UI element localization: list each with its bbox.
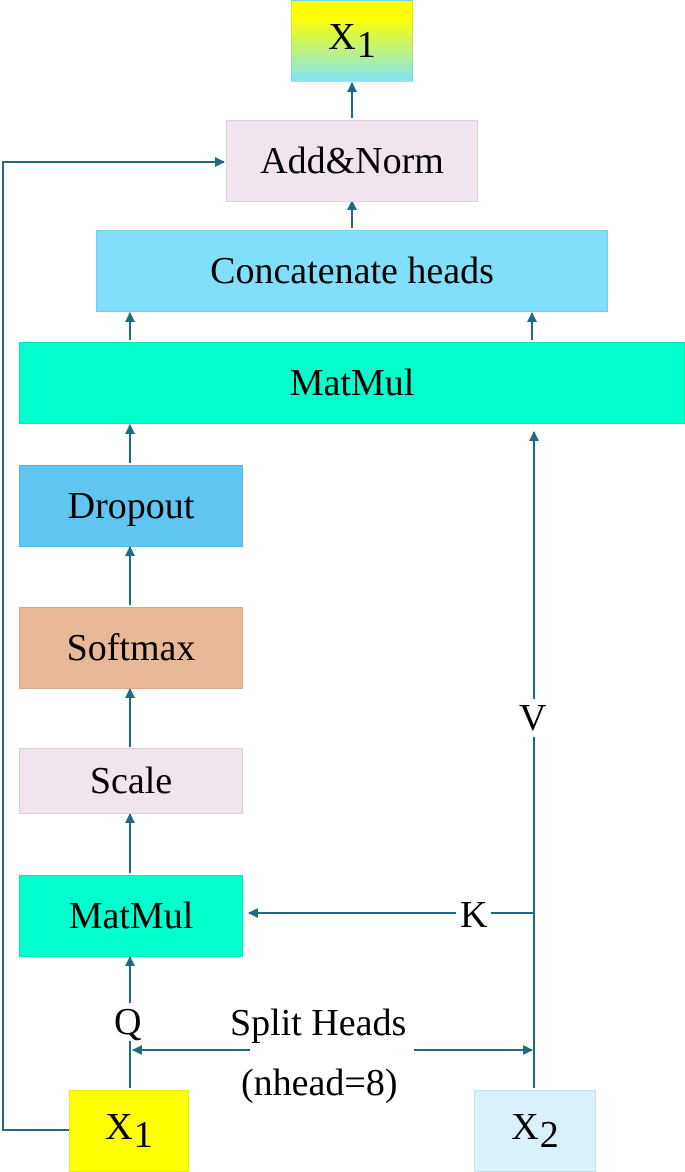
input-x1-box: X1 bbox=[69, 1090, 189, 1172]
input-x1-label: X1 bbox=[105, 1106, 153, 1156]
output-x1-box: X1 bbox=[291, 0, 413, 82]
scale-label: Scale bbox=[89, 760, 173, 802]
input-x2-box: X2 bbox=[474, 1090, 596, 1172]
matmul-top-label: MatMul bbox=[289, 362, 415, 404]
q-label: Q bbox=[110, 1003, 146, 1041]
matmul-bottom-box: MatMul bbox=[19, 875, 243, 957]
matmul-top-box: MatMul bbox=[19, 342, 685, 424]
concatenate-heads-label: Concatenate heads bbox=[210, 250, 494, 292]
softmax-box: Softmax bbox=[19, 607, 243, 689]
dropout-box: Dropout bbox=[19, 465, 243, 547]
output-x1-label: X1 bbox=[328, 16, 376, 66]
scale-box: Scale bbox=[19, 748, 243, 814]
matmul-bottom-label: MatMul bbox=[68, 895, 194, 937]
k-label: K bbox=[456, 896, 492, 934]
concatenate-heads-box: Concatenate heads bbox=[96, 230, 608, 312]
add-norm-box: Add&Norm bbox=[226, 120, 478, 202]
nhead-label: (nhead=8) bbox=[237, 1064, 402, 1102]
v-label: V bbox=[515, 699, 551, 737]
split-heads-label: Split Heads bbox=[226, 1004, 411, 1042]
input-x2-label: X2 bbox=[511, 1106, 559, 1156]
dropout-label: Dropout bbox=[67, 485, 195, 527]
softmax-label: Softmax bbox=[66, 627, 196, 669]
add-norm-label: Add&Norm bbox=[260, 140, 444, 182]
